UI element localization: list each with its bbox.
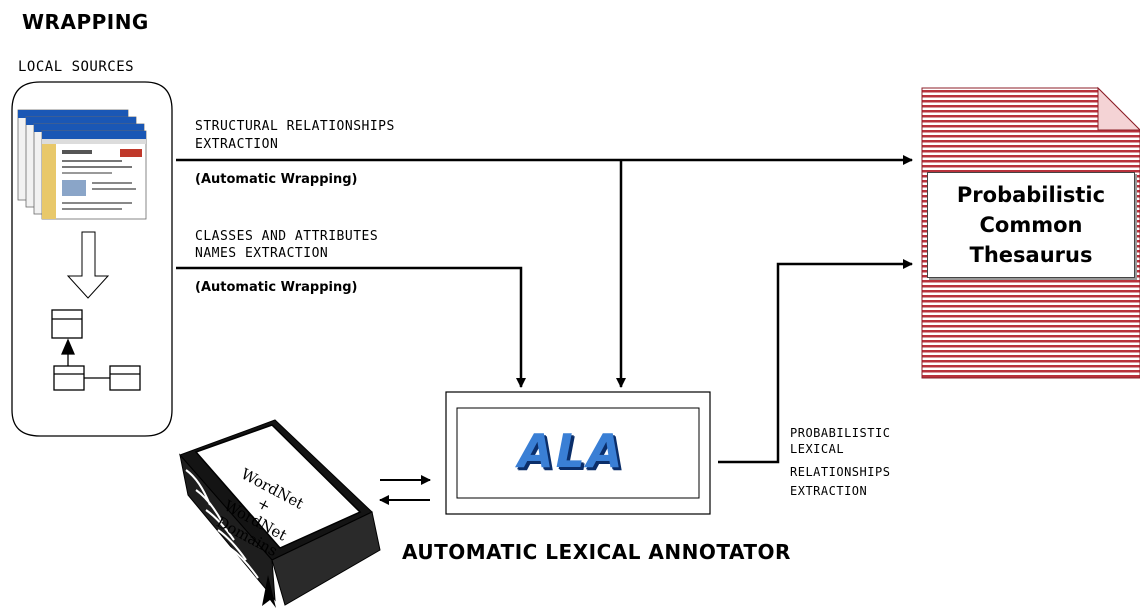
prob-label-line2: LEXICAL	[790, 441, 844, 457]
thesaurus-line2: Common	[980, 210, 1083, 240]
schema-diagram-icon	[52, 310, 140, 390]
prob-label-line3: RELATIONSHIPS	[790, 464, 890, 480]
hollow-down-arrow-icon	[68, 232, 108, 298]
web-pages-icon	[18, 110, 146, 219]
classes-note: (Automatic Wrapping)	[195, 280, 358, 295]
thesaurus-line3: Thesaurus	[970, 240, 1093, 270]
classes-label-line2: NAMES EXTRACTION	[195, 245, 328, 263]
structural-label-line2: EXTRACTION	[195, 136, 278, 154]
thesaurus-label-box: Probabilistic Common Thesaurus	[927, 172, 1135, 278]
structural-label-line1: STRUCTURAL RELATIONSHIPS	[195, 118, 395, 136]
ala-label: ALA	[518, 424, 625, 478]
annotator-caption: AUTOMATIC LEXICAL ANNOTATOR	[402, 540, 791, 564]
prob-label-line4: EXTRACTION	[790, 483, 867, 499]
structural-note: (Automatic Wrapping)	[195, 172, 358, 187]
thesaurus-line1: Probabilistic	[957, 180, 1105, 210]
prob-label-line1: PROBABILISTIC	[790, 425, 890, 441]
classes-label-line1: CLASSES AND ATTRIBUTES	[195, 228, 378, 246]
